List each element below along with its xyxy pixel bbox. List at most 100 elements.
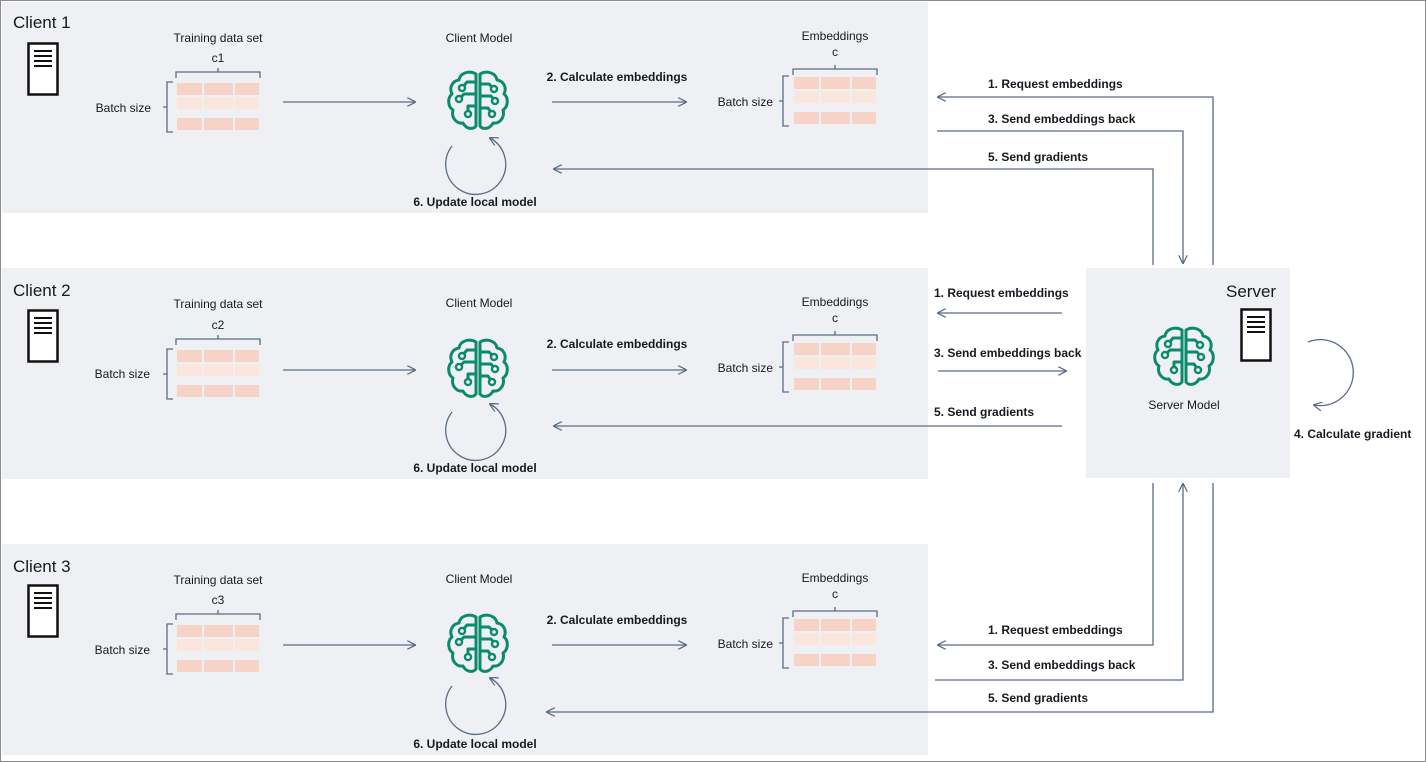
grid-cell <box>177 639 202 651</box>
grid-cell <box>204 118 233 130</box>
client-1-panel <box>2 2 928 213</box>
grid-cell <box>235 83 259 95</box>
step-calc-embeddings-2: 2. Calculate embeddings <box>546 337 688 351</box>
grid-cell <box>821 77 850 89</box>
step-request-2: 1. Request embeddings <box>934 286 1069 300</box>
arrow-request-embeddings-1 <box>938 97 1214 265</box>
batch-label-3: Batch size <box>94 643 150 657</box>
grid-cell <box>852 654 876 666</box>
grid-cell <box>204 350 233 362</box>
grid-cell <box>204 660 233 672</box>
grid-cell <box>852 112 876 124</box>
step-send-back-3: 3. Send embeddings back <box>988 658 1136 672</box>
client-3-server-icon <box>27 584 59 638</box>
grid-cell <box>821 357 850 369</box>
emb-batch-label-1: Batch size <box>717 95 773 109</box>
grid-cell <box>204 385 233 397</box>
grid-cell <box>235 639 259 651</box>
grid-cell <box>177 660 202 672</box>
grid-cell <box>821 619 850 631</box>
grid-cell <box>852 343 876 355</box>
emb-batch-label-2: Batch size <box>717 361 773 375</box>
arrow-send-embeddings-back-1 <box>937 130 1183 263</box>
grid-cell <box>235 660 259 672</box>
grid-cell <box>794 343 819 355</box>
client-model-label-2: Client Model <box>445 296 513 310</box>
client-3-title: Client 3 <box>13 557 71 576</box>
update-loop-2 <box>445 404 507 462</box>
training-dim-3: c3 <box>211 593 225 607</box>
grid-cell <box>794 619 819 631</box>
batch-label-1: Batch size <box>95 101 151 115</box>
client-model-label-1: Client Model <box>445 31 513 45</box>
training-label-3: Training data set <box>173 573 263 587</box>
step-request-1: 1. Request embeddings <box>988 77 1123 91</box>
grid-cell <box>204 639 233 651</box>
client-3-panel <box>2 544 928 755</box>
server-model-brain-icon <box>1153 326 1215 386</box>
client-1-model-brain-icon <box>447 70 509 130</box>
client-2-title: Client 2 <box>13 281 71 300</box>
embeddings-dim-1: c <box>832 45 838 59</box>
training-col-bracket-2 <box>175 335 261 345</box>
grid-cell <box>235 118 259 130</box>
grid-cell <box>235 385 259 397</box>
server-panel <box>1086 268 1290 478</box>
grid-cell <box>852 77 876 89</box>
step-request-3: 1. Request embeddings <box>988 623 1123 637</box>
step-gradients-1: 5. Send gradients <box>988 150 1089 164</box>
grid-cell <box>177 364 202 376</box>
grid-cell <box>235 364 259 376</box>
grid-cell <box>794 633 819 645</box>
embeddings-label-2: Embeddings <box>801 295 869 309</box>
step-send-back-2: 3. Send embeddings back <box>934 346 1082 360</box>
grid-cell <box>821 112 850 124</box>
client-model-label-3: Client Model <box>445 572 513 586</box>
embeddings-dim-3: c <box>832 587 838 601</box>
embeddings-col-bracket-3 <box>792 607 878 617</box>
training-dim-2: c2 <box>211 318 225 332</box>
grid-cell <box>204 97 233 109</box>
grid-cell <box>204 83 233 95</box>
embeddings-row-bracket-3 <box>779 617 789 669</box>
step-calc-embeddings-3: 2. Calculate embeddings <box>546 613 688 627</box>
grid-cell <box>204 625 233 637</box>
client-2-server-icon <box>27 309 59 363</box>
step-update-model-2: 6. Update local model <box>413 461 537 475</box>
step-update-model-3: 6. Update local model <box>413 737 537 751</box>
server-rack-icon <box>1240 308 1272 362</box>
training-dim-1: c1 <box>211 51 225 65</box>
update-loop-3 <box>445 678 507 736</box>
grid-cell <box>177 83 202 95</box>
embeddings-dim-2: c <box>832 311 838 325</box>
grid-cell <box>821 654 850 666</box>
training-col-bracket-1 <box>175 68 261 78</box>
grid-cell <box>177 385 202 397</box>
grid-cell <box>177 118 202 130</box>
grid-cell <box>794 378 819 390</box>
embeddings-row-bracket-2 <box>779 341 789 393</box>
embeddings-col-bracket-1 <box>792 65 878 75</box>
client-1-server-icon <box>27 42 59 96</box>
embeddings-label-3: Embeddings <box>801 571 869 585</box>
grid-cell <box>852 91 876 103</box>
grid-cell <box>821 343 850 355</box>
batch-label-2: Batch size <box>94 367 150 381</box>
grid-cell <box>235 625 259 637</box>
grid-cell <box>852 619 876 631</box>
grid-cell <box>235 350 259 362</box>
grid-cell <box>177 97 202 109</box>
grid-cell <box>852 357 876 369</box>
embeddings-col-bracket-2 <box>792 331 878 341</box>
grid-cell <box>821 378 850 390</box>
server-title: Server <box>1226 282 1277 301</box>
client-3-model-brain-icon <box>447 613 509 673</box>
grid-cell <box>794 112 819 124</box>
grid-cell <box>821 633 850 645</box>
training-row-bracket-1 <box>163 81 173 133</box>
grid-cell <box>794 91 819 103</box>
grid-cell <box>235 97 259 109</box>
embeddings-row-bracket-1 <box>779 75 789 127</box>
step-gradients-3: 5. Send gradients <box>988 691 1089 705</box>
step-calc-embeddings-1: 2. Calculate embeddings <box>546 70 688 84</box>
